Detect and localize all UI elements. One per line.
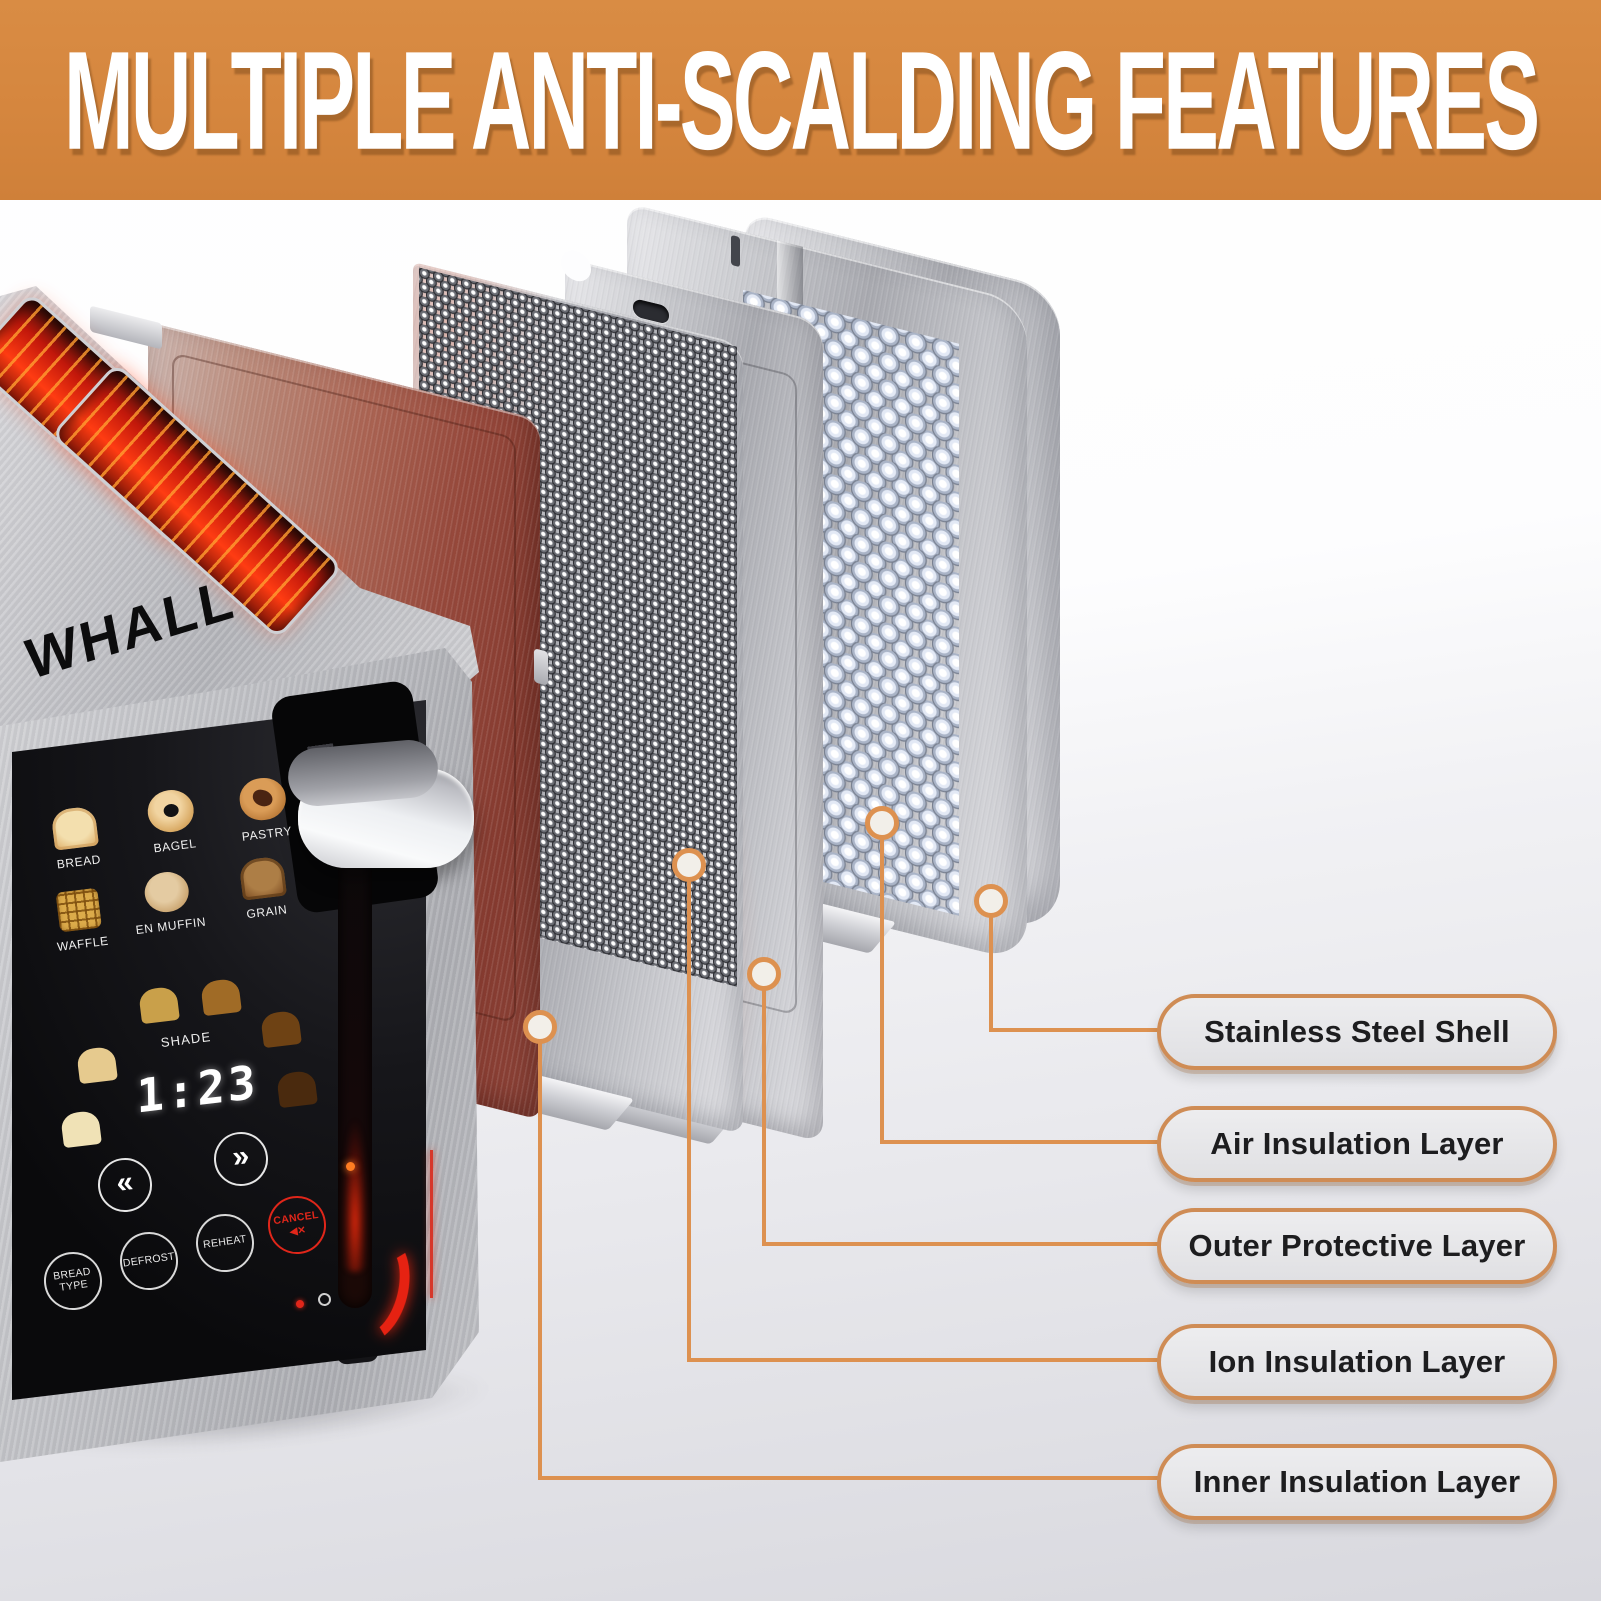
- connector-line: [687, 1358, 1159, 1362]
- mode-bread[interactable]: BREAD: [25, 802, 128, 874]
- track-indicator-light: [346, 1162, 355, 1171]
- mode-en-muffin[interactable]: EN MUFFIN: [117, 866, 220, 938]
- side-tab: [534, 648, 548, 686]
- bagel-icon: [145, 787, 197, 835]
- connector-line: [538, 1476, 1159, 1480]
- mode-bagel[interactable]: BAGEL: [121, 784, 224, 858]
- callout-outer-protective-layer: Outer Protective Layer: [1157, 1208, 1557, 1284]
- bread-icon: [50, 805, 99, 851]
- marker-ion-insulation: [672, 848, 706, 882]
- callout-inner-insulation-layer: Inner Insulation Layer: [1157, 1444, 1557, 1520]
- pastry-icon: [237, 775, 289, 823]
- muffin-icon: [142, 869, 191, 915]
- mode-waffle[interactable]: WAFFLE: [29, 884, 132, 956]
- page-title: MULTIPLE ANTI-SCALDING FEATURES: [63, 21, 1540, 179]
- grain-icon: [238, 855, 287, 901]
- callout-stainless-steel-shell: Stainless Steel Shell: [1157, 994, 1557, 1070]
- connector-line: [687, 878, 691, 1360]
- button-label: DEFROST: [122, 1250, 176, 1270]
- connector-line: [762, 987, 766, 1244]
- button-label: BREAD TYPE: [52, 1265, 92, 1294]
- marker-air-insulation: [865, 806, 899, 840]
- connector-line: [538, 1040, 542, 1478]
- connector-line: [989, 914, 993, 1032]
- panel-tab-cutout: [731, 234, 740, 268]
- button-label: REHEAT: [202, 1233, 248, 1252]
- marker-outer-protective: [747, 957, 781, 991]
- lever-handle[interactable]: [298, 768, 474, 868]
- connector-line: [880, 1140, 1159, 1144]
- waffle-icon: [55, 887, 103, 933]
- connector-line: [762, 1242, 1159, 1246]
- connector-line: [880, 836, 884, 1142]
- header-banner: MULTIPLE ANTI-SCALDING FEATURES: [0, 0, 1601, 200]
- connector-line: [989, 1028, 1159, 1032]
- mount-bracket: [90, 305, 162, 350]
- mode-grain[interactable]: GRAIN: [213, 852, 316, 924]
- marker-inner-insulation: [523, 1010, 557, 1044]
- red-seam-light: [430, 1150, 433, 1298]
- callout-air-insulation-layer: Air Insulation Layer: [1157, 1106, 1557, 1182]
- marker-stainless-steel-shell: [974, 884, 1008, 918]
- callout-ion-insulation-layer: Ion Insulation Layer: [1157, 1324, 1557, 1400]
- mute-speaker-icon: ◀✕: [289, 1224, 307, 1238]
